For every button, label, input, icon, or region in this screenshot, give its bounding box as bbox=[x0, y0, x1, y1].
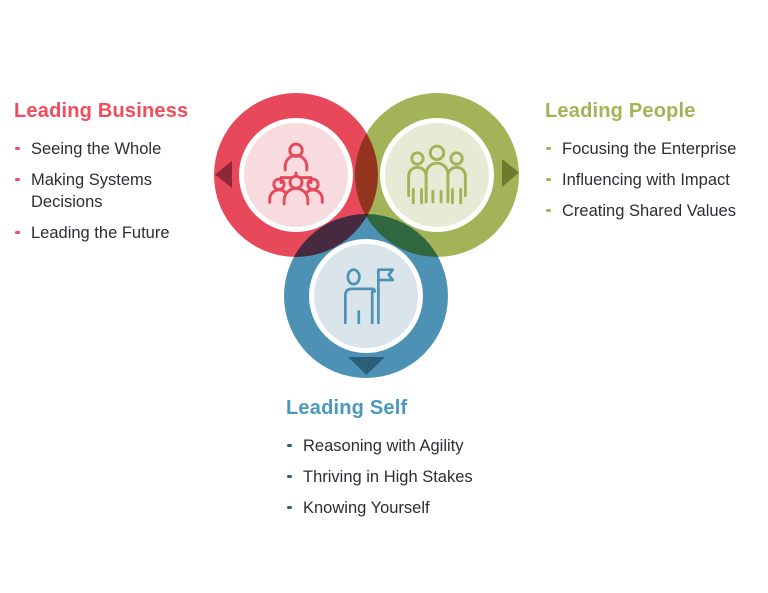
list-item-label: Creating Shared Values bbox=[562, 202, 736, 220]
bullet-dash-icon bbox=[15, 178, 20, 181]
bullet-dash-icon bbox=[287, 506, 292, 509]
bullet-dash-icon bbox=[15, 231, 20, 234]
people-title: Leading People bbox=[545, 100, 696, 122]
self-title: Leading Self bbox=[286, 397, 408, 419]
list-item: Focusing the Enterprise bbox=[545, 138, 767, 160]
left-arrow-icon bbox=[215, 161, 232, 188]
list-item-label: Leading the Future bbox=[31, 224, 170, 242]
list-item-label: Thriving in High Stakes bbox=[303, 468, 473, 486]
bullet-dash-icon bbox=[15, 147, 20, 150]
right-arrow-icon bbox=[502, 159, 519, 187]
list-item-label: Focusing the Enterprise bbox=[562, 140, 737, 158]
business-title: Leading Business bbox=[14, 100, 189, 122]
list-item: Making Systems Decisions bbox=[14, 169, 192, 213]
list-item-label: Reasoning with Agility bbox=[303, 437, 464, 455]
bullet-dash-icon bbox=[546, 147, 551, 150]
list-item: Knowing Yourself bbox=[286, 497, 518, 519]
standing-group-icon bbox=[407, 144, 467, 205]
list-item: Reasoning with Agility bbox=[286, 435, 518, 457]
org-chart-icon bbox=[268, 142, 324, 206]
people-item-list: Focusing the Enterprise Influencing with… bbox=[545, 138, 767, 222]
person-flag-icon bbox=[344, 268, 395, 325]
list-item-label: Knowing Yourself bbox=[303, 499, 430, 517]
business-label-block: Leading Business Seeing the Whole Making… bbox=[14, 99, 192, 253]
self-label-block: Leading Self Reasoning with Agility Thri… bbox=[286, 396, 518, 528]
business-item-list: Seeing the Whole Making Systems Decision… bbox=[14, 138, 192, 244]
list-item-label: Seeing the Whole bbox=[31, 140, 162, 158]
list-item: Influencing with Impact bbox=[545, 169, 767, 191]
list-item: Creating Shared Values bbox=[545, 200, 767, 222]
people-label-block: Leading People Focusing the Enterprise I… bbox=[545, 99, 767, 231]
list-item-label: Making Systems Decisions bbox=[31, 171, 153, 211]
bullet-dash-icon bbox=[546, 209, 551, 212]
self-inner-disc bbox=[309, 239, 423, 353]
down-arrow-icon bbox=[348, 357, 385, 375]
list-item-label: Influencing with Impact bbox=[562, 171, 730, 189]
self-item-list: Reasoning with Agility Thriving in High … bbox=[286, 435, 518, 519]
list-item: Leading the Future bbox=[14, 222, 192, 244]
list-item: Thriving in High Stakes bbox=[286, 466, 518, 488]
list-item: Seeing the Whole bbox=[14, 138, 192, 160]
bullet-dash-icon bbox=[287, 444, 292, 447]
bullet-dash-icon bbox=[546, 178, 551, 181]
bullet-dash-icon bbox=[287, 475, 292, 478]
